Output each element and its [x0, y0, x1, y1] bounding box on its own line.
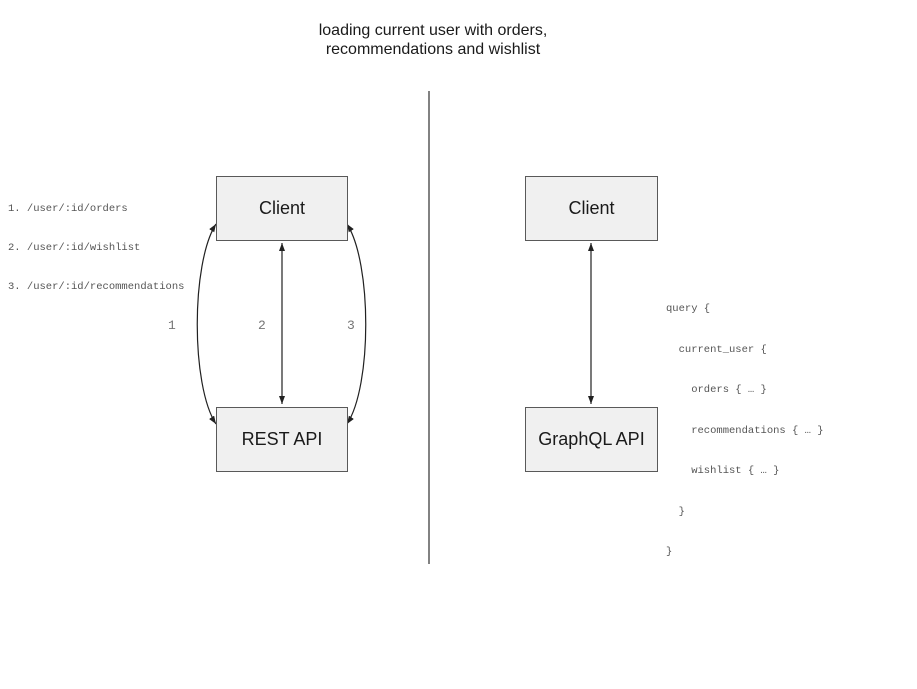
query-line: current_user {	[666, 343, 767, 356]
query-line: }	[666, 505, 685, 518]
query-line: wishlist { … }	[666, 465, 780, 477]
title-line-2: recommendations and wishlist	[325, 41, 541, 58]
graphql-api-box-label: GraphQL API	[538, 429, 645, 449]
graphql-client-box-label: Client	[568, 198, 615, 218]
rest-call-label-2: 2	[258, 318, 266, 333]
rest-call-label-1: 1	[168, 318, 176, 333]
rest-arrow-1	[196, 223, 217, 425]
rest-endpoint-list: 1. /user/:id/orders 2. /user/:id/wishlis…	[8, 177, 184, 320]
rest-call-label-3: 3	[347, 318, 355, 333]
diagram-title: loading current user with orders, recomm…	[258, 21, 608, 59]
query-line: }	[666, 546, 673, 558]
rest-api-box: REST API	[216, 407, 348, 472]
graphql-api-box: GraphQL API	[525, 407, 658, 472]
graphql-query-code: query { current_user { orders { … } reco…	[666, 276, 824, 587]
graphql-client-box: Client	[525, 176, 658, 241]
query-line: orders { … }	[666, 384, 767, 396]
rest-api-box-label: REST API	[241, 429, 323, 449]
endpoint-item: 3. /user/:id/recommendations	[8, 281, 185, 293]
title-line-1: loading current user with orders,	[318, 22, 548, 39]
rest-client-box: Client	[216, 176, 348, 241]
query-line: query {	[666, 303, 711, 315]
endpoint-item: 1. /user/:id/orders	[8, 203, 128, 215]
rest-client-box-label: Client	[258, 198, 306, 218]
endpoint-item: 2. /user/:id/wishlist	[8, 242, 141, 254]
query-line: recommendations { … }	[666, 424, 824, 437]
